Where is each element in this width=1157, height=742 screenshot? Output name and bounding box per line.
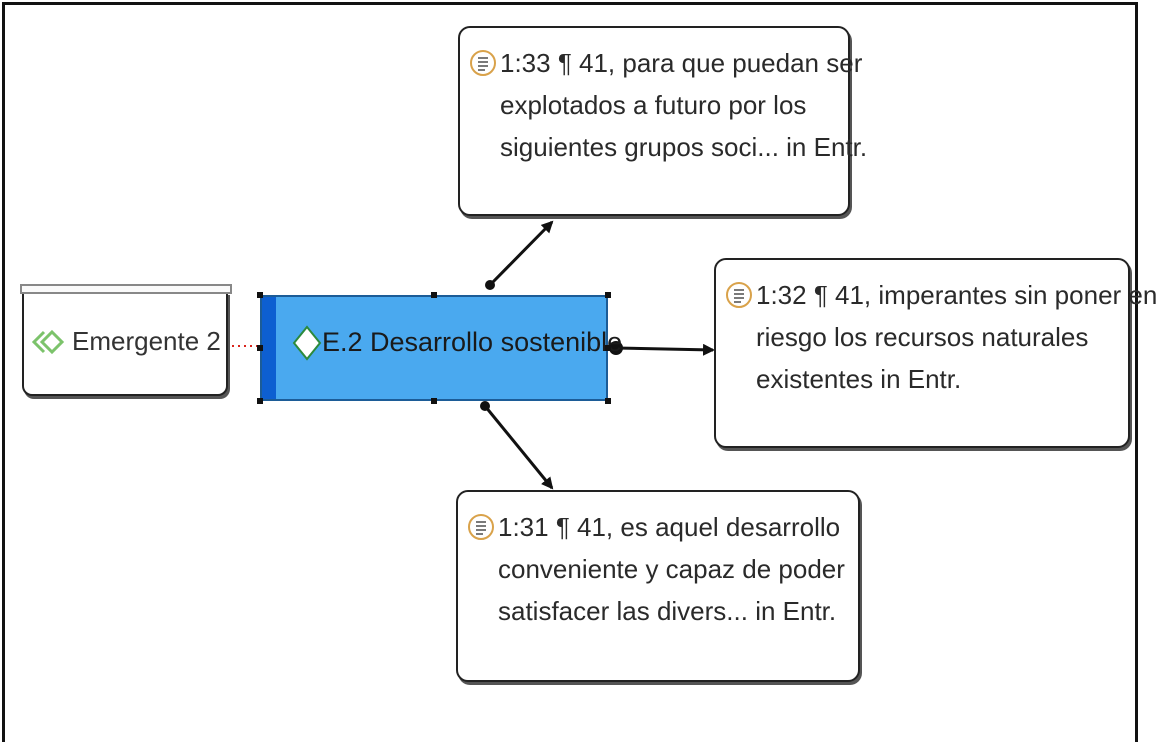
resize-handle[interactable] <box>605 292 611 298</box>
quotation-text-line: conveniente y capaz de poder <box>498 554 845 584</box>
quotation-text-line: 1:32 ¶ 41, imperantes sin poner en <box>756 280 1157 310</box>
code-diamond-icon <box>292 325 322 361</box>
document-quote-icon <box>468 514 494 540</box>
document-quote-icon <box>726 282 752 308</box>
code-group-icon <box>31 329 65 355</box>
quotation-text-line: siguientes grupos soci... in Entr. <box>500 132 868 162</box>
quotation-text-line: explotados a futuro por los <box>500 90 807 120</box>
quotation-text-line: riesgo los recursos naturales <box>756 322 1089 352</box>
document-quote-icon <box>470 50 496 76</box>
canvas-frame <box>2 2 1138 742</box>
resize-handle[interactable] <box>605 398 611 404</box>
code-node-e2-desarrollo-sostenible[interactable]: E.2 Desarrollo sostenible <box>260 295 622 401</box>
resize-handle[interactable] <box>431 398 437 404</box>
link-to-top-quote[interactable] <box>485 220 554 290</box>
resize-handle[interactable] <box>257 398 263 404</box>
code-group-node-emergente-2[interactable]: Emergente 2 <box>20 284 232 396</box>
resize-handle[interactable] <box>605 345 611 351</box>
quotation-text-line: 1:33 ¶ 41, para que puedan ser <box>500 48 863 78</box>
resize-handle[interactable] <box>257 292 263 298</box>
resize-handle[interactable] <box>431 292 437 298</box>
resize-handle[interactable] <box>257 345 263 351</box>
code-label: E.2 Desarrollo sostenible <box>322 327 623 357</box>
quotation-text-line: satisfacer las divers... in Entr. <box>498 596 837 626</box>
quotation-node-1-32[interactable]: 1:32 ¶ 41, imperantes sin poner en riesg… <box>714 258 1157 448</box>
link-to-right-quote[interactable] <box>609 341 715 356</box>
code-node-strip <box>262 297 276 399</box>
network-links <box>232 220 715 490</box>
quotation-text-line: existentes in Entr. <box>756 364 962 394</box>
code-group-label: Emergente 2 <box>72 326 221 356</box>
quotation-node-1-31[interactable]: 1:31 ¶ 41, es aquel desarrollo convenien… <box>456 490 860 682</box>
group-node-header-bar <box>20 284 232 294</box>
quotation-node-1-33[interactable]: 1:33 ¶ 41, para que puedan ser explotado… <box>458 26 868 216</box>
quotation-text-line: 1:31 ¶ 41, es aquel desarrollo <box>498 512 841 542</box>
link-to-bottom-quote[interactable] <box>480 401 554 490</box>
